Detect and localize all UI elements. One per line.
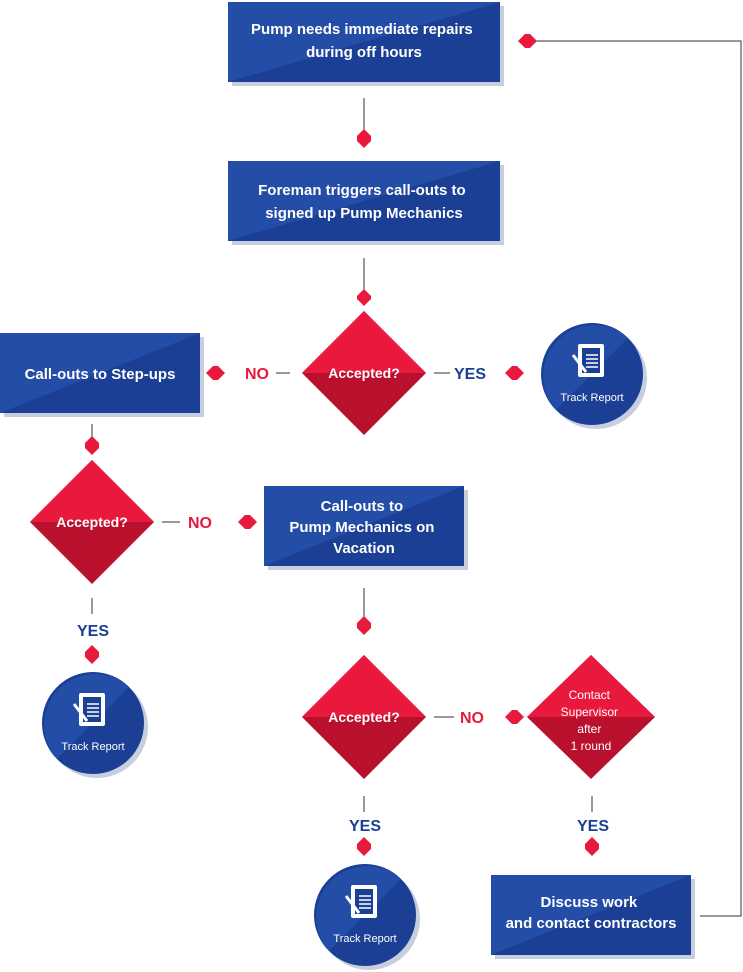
label-yes-1: YES <box>454 366 486 383</box>
arrow-down-stepups <box>85 436 99 455</box>
box-stepups-line-1: Call-outs to Step-ups <box>25 366 176 383</box>
arrow-down-yes4 <box>585 837 599 856</box>
box-foreman-line-1: Foreman triggers call-outs to <box>258 182 466 199</box>
box-discuss-line-2: and contact contractors <box>506 915 677 932</box>
track-report-2: Track Report <box>42 672 148 778</box>
label-no-1: NO <box>245 366 269 383</box>
connectors <box>91 40 742 917</box>
track-report-1-label: Track Report <box>560 392 623 404</box>
box-start-text: Pump needs immediate repairs during off … <box>251 21 477 61</box>
box-vacation-line-3: Vacation <box>333 540 395 557</box>
box-start-line-1: Pump needs immediate repairs <box>251 21 473 38</box>
track-report-3: Track Report <box>314 864 420 970</box>
decision-d3: Accepted? <box>302 655 426 779</box>
decision-d1-text: Accepted? <box>328 365 400 381</box>
box-stepups: Call-outs to Step-ups <box>0 333 204 417</box>
arrow-left-loop <box>518 34 537 48</box>
report-document-icon <box>72 693 105 726</box>
arrow-left-no1 <box>206 366 225 380</box>
box-foreman-text: Foreman triggers call-outs to signed up … <box>258 182 470 222</box>
connector-loop-back <box>534 40 742 917</box>
track-report-3-label: Track Report <box>333 933 396 945</box>
report-document-icon <box>571 344 604 377</box>
box-vacation: Call-outs to Pump Mechanics on Vacation <box>264 486 468 570</box>
decision-supervisor-line-2: Supervisor <box>561 705 618 719</box>
box-vacation-text: Call-outs to Pump Mechanics on Vacation <box>289 498 438 557</box>
decision-d1: Accepted? <box>302 311 426 435</box>
track-report-1: Track Report <box>541 323 647 429</box>
box-discuss-text: Discuss work and contact contractors <box>506 894 677 932</box>
label-yes-2: YES <box>77 623 109 640</box>
arrow-down-vacation <box>357 616 371 635</box>
arrow-right-no3 <box>505 710 524 724</box>
label-no-3: NO <box>460 710 484 727</box>
box-start: Pump needs immediate repairs during off … <box>228 2 504 86</box>
arrow-down-yes2 <box>85 645 99 664</box>
box-foreman-line-2: signed up Pump Mechanics <box>265 205 463 222</box>
arrow-down-1 <box>357 129 371 148</box>
label-yes-4: YES <box>577 818 609 835</box>
box-discuss: Discuss work and contact contractors <box>491 875 695 959</box>
box-vacation-line-2: Pump Mechanics on <box>289 519 434 536</box>
decision-supervisor-line-3: after <box>577 722 601 736</box>
label-no-2: NO <box>188 515 212 532</box>
decision-d3-text: Accepted? <box>328 709 400 725</box>
box-vacation-line-1: Call-outs to <box>321 498 404 515</box>
report-document-icon <box>344 885 377 918</box>
label-yes-3: YES <box>349 818 381 835</box>
box-discuss-line-1: Discuss work <box>541 894 638 911</box>
box-start-line-2: during off hours <box>306 44 422 61</box>
arrowheads <box>85 34 599 856</box>
arrow-down-2 <box>357 289 371 306</box>
decision-d2-text: Accepted? <box>56 514 128 530</box>
box-stepups-text: Call-outs to Step-ups <box>25 366 176 383</box>
arrow-down-yes3 <box>357 837 371 856</box>
decision-supervisor: Contact Supervisor after 1 round <box>527 655 655 779</box>
arrow-right-yes1 <box>505 366 524 380</box>
decision-supervisor-line-1: Contact <box>569 688 611 702</box>
decision-supervisor-line-4: 1 round <box>571 739 612 753</box>
decision-supervisor-text: Contact Supervisor after 1 round <box>561 688 622 753</box>
decision-d2: Accepted? <box>30 460 154 584</box>
track-report-2-label: Track Report <box>61 741 124 753</box>
box-foreman: Foreman triggers call-outs to signed up … <box>228 161 504 245</box>
arrow-right-no2 <box>238 515 257 529</box>
